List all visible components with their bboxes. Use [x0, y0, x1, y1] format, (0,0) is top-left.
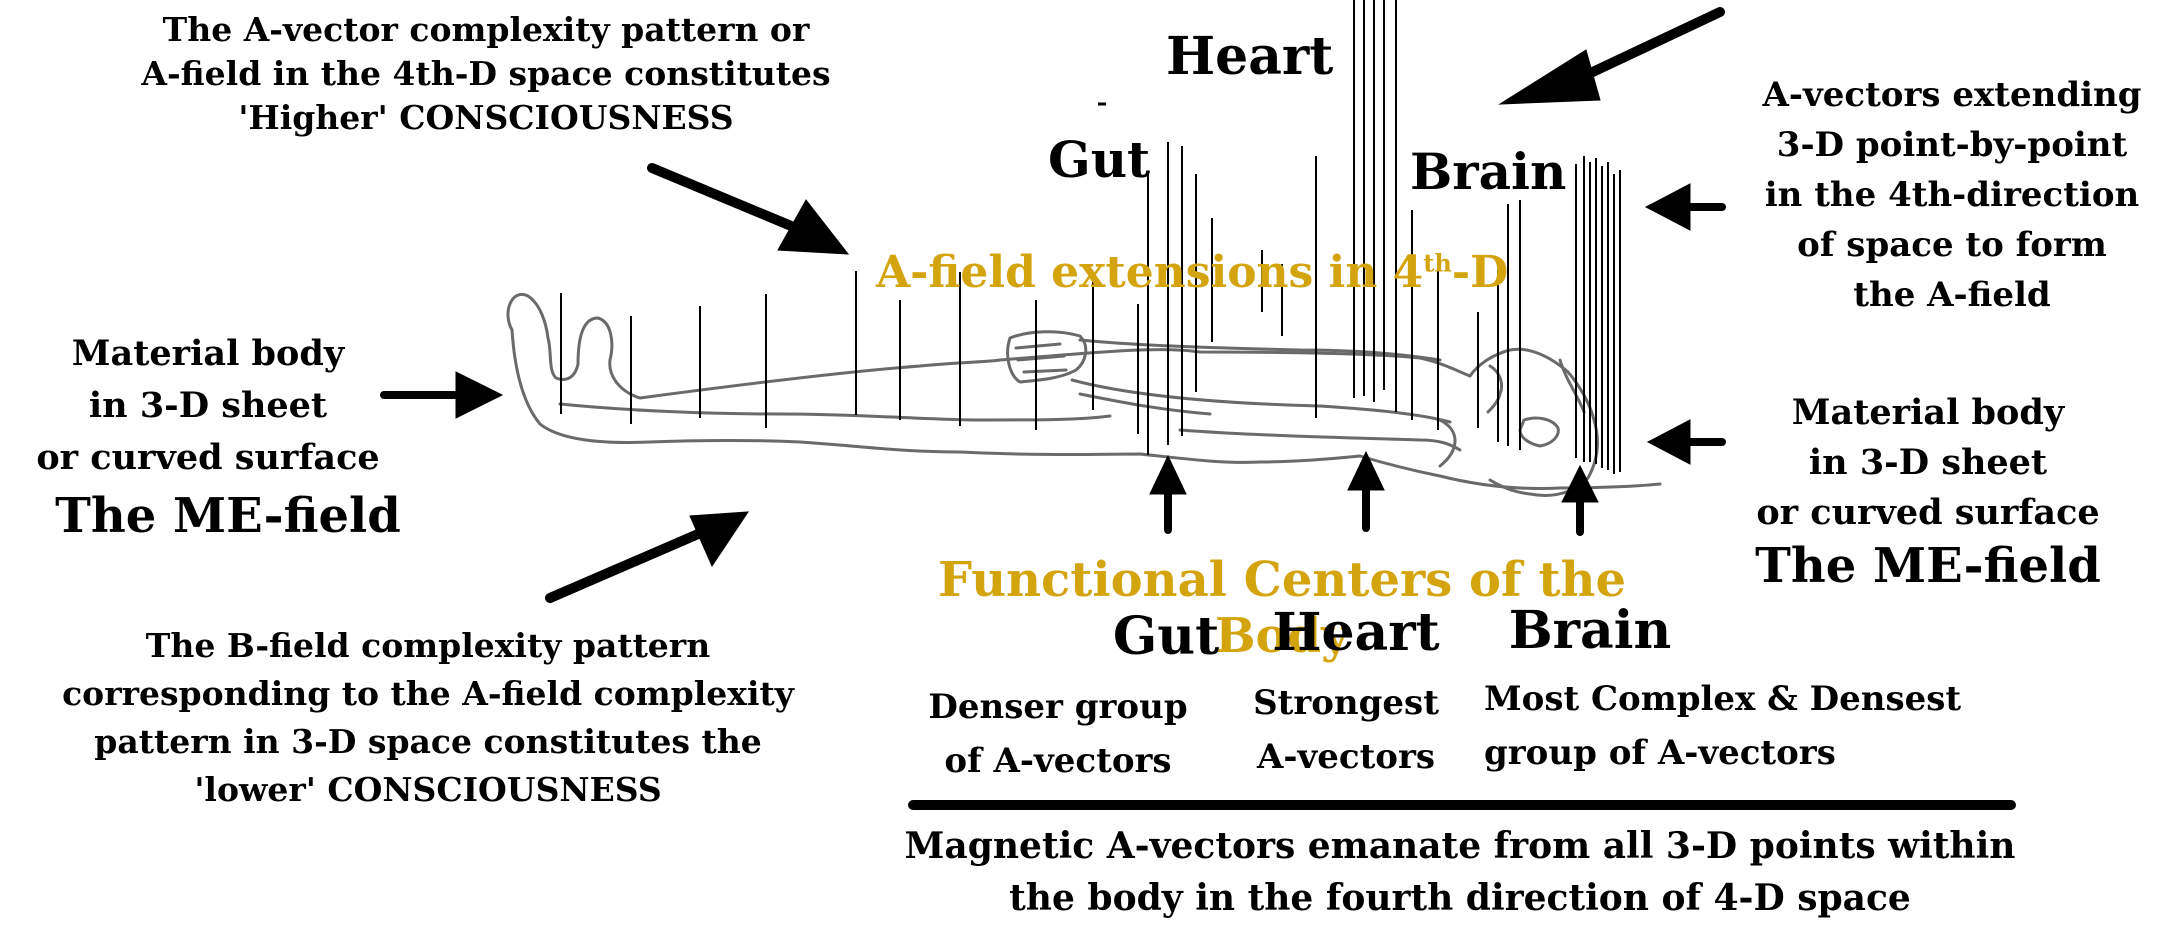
lower-consciousness-note: The B-field complexity pattern correspon…	[28, 622, 828, 814]
a-field-ext-text: A-field extensions in 4	[876, 247, 1423, 298]
arrow-left-body	[384, 372, 502, 418]
a-field-ext-sup: th	[1423, 248, 1452, 277]
a-vectors-extending-note: A-vectors extending 3-D point-by-point i…	[1752, 70, 2152, 320]
arrow-bottom-left	[550, 512, 748, 598]
gut-top-label: Gut	[1048, 130, 1150, 189]
arrow-gut-up	[1150, 456, 1186, 530]
brain-top-label: Brain	[1410, 142, 1566, 201]
gut-description: Denser group of A-vectors	[896, 680, 1220, 788]
arrow-top-left	[652, 168, 848, 254]
footer-rule	[908, 800, 2016, 810]
right-material-body-note: Material body in 3-D sheet or curved sur…	[1728, 388, 2128, 538]
arrow-right-body	[1648, 420, 1722, 464]
body-outline	[508, 294, 1660, 495]
gut-bottom-label: Gut	[1096, 606, 1236, 667]
right-me-field-label: The ME-field	[1728, 538, 2128, 594]
arrow-brain-up	[1562, 466, 1598, 532]
arrow-right-avectors	[1646, 184, 1722, 230]
heart-bottom-label: Heart	[1256, 602, 1456, 663]
higher-consciousness-note: The A-vector complexity pattern or A-fie…	[96, 8, 876, 140]
left-me-field-label: The ME-field	[28, 488, 428, 544]
arrow-heart-up	[1348, 452, 1384, 528]
arrow-top-right	[1500, 12, 1720, 104]
a-field-extensions-label: A-field extensions in 4th-D	[876, 196, 1508, 298]
a-field-ext-end: -D	[1452, 247, 1508, 298]
heart-description: Strongest A-vectors	[1226, 676, 1466, 784]
brain-bottom-label: Brain	[1500, 600, 1680, 661]
footer-note: Magnetic A-vectors emanate from all 3-D …	[820, 820, 2100, 924]
left-material-body-note: Material body in 3-D sheet or curved sur…	[28, 328, 388, 484]
heart-top-label: Heart	[1166, 26, 1333, 87]
brain-description: Most Complex & Densest group of A-vector…	[1484, 672, 2084, 780]
